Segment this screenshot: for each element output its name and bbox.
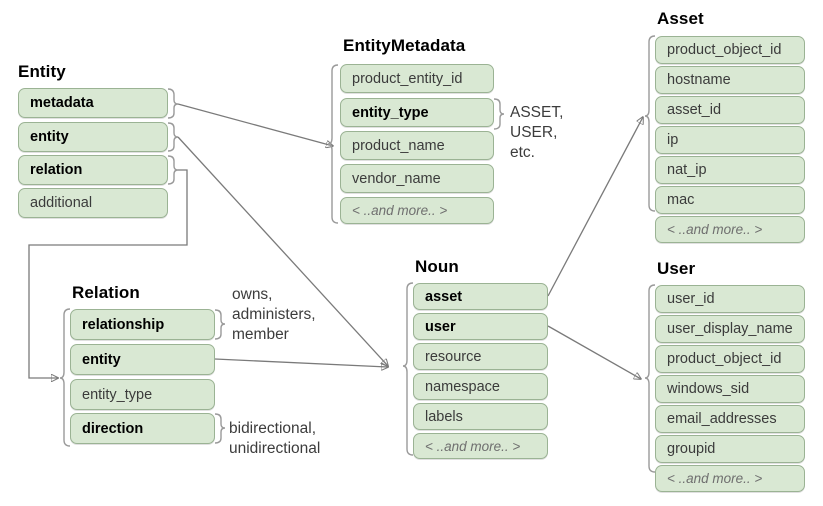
row-noun-user[interactable]: user [413,313,548,340]
row-noun-asset[interactable]: asset [413,283,548,310]
row-user-windows-sid[interactable]: windows_sid [655,375,805,403]
row-user-groupid[interactable]: groupid [655,435,805,463]
row-asset-ip[interactable]: ip [655,126,805,154]
row-asset-product-object-id[interactable]: product_object_id [655,36,805,64]
group-title-asset: Asset [657,9,704,28]
row-entity-relation[interactable]: relation [18,155,168,185]
row-user-and-more[interactable]: < ..and more.. > [655,465,805,492]
row-asset-and-more[interactable]: < ..and more.. > [655,216,805,243]
row-relation-entity[interactable]: entity [70,344,215,375]
row-asset-asset-id[interactable]: asset_id [655,96,805,124]
row-user-user-display-name[interactable]: user_display_name [655,315,805,343]
row-entitymetadata-product-name[interactable]: product_name [340,131,494,160]
row-relation-relationship[interactable]: relationship [70,309,215,340]
row-relation-entity-type[interactable]: entity_type [70,379,215,410]
row-entitymetadata-vendor-name[interactable]: vendor_name [340,164,494,193]
row-noun-and-more[interactable]: < ..and more.. > [413,433,548,459]
row-entity-additional[interactable]: additional [18,188,168,218]
row-entitymetadata-entity-type[interactable]: entity_type [340,98,494,127]
note-entity-type-values: ASSET, USER, etc. [510,104,564,161]
row-entity-entity[interactable]: entity [18,122,168,152]
group-title-user: User [657,259,696,278]
row-noun-resource[interactable]: resource [413,343,548,370]
row-user-product-object-id[interactable]: product_object_id [655,345,805,373]
row-asset-nat-ip[interactable]: nat_ip [655,156,805,184]
group-title-entity: Entity [18,62,66,81]
row-asset-hostname[interactable]: hostname [655,66,805,94]
row-asset-mac[interactable]: mac [655,186,805,214]
row-noun-labels[interactable]: labels [413,403,548,430]
group-title-noun: Noun [415,257,459,276]
row-entity-metadata[interactable]: metadata [18,88,168,118]
group-title-entitymetadata: EntityMetadata [343,36,466,55]
row-user-email-addresses[interactable]: email_addresses [655,405,805,433]
row-relation-direction[interactable]: direction [70,413,215,444]
note-relationship-values: owns, administers, member [232,286,316,343]
row-user-user-id[interactable]: user_id [655,285,805,313]
row-entitymetadata-product-entity-id[interactable]: product_entity_id [340,64,494,93]
note-direction-values: bidirectional, unidirectional [229,420,321,457]
group-title-relation: Relation [72,283,140,302]
row-entitymetadata-and-more[interactable]: < ..and more.. > [340,197,494,224]
row-noun-namespace[interactable]: namespace [413,373,548,400]
